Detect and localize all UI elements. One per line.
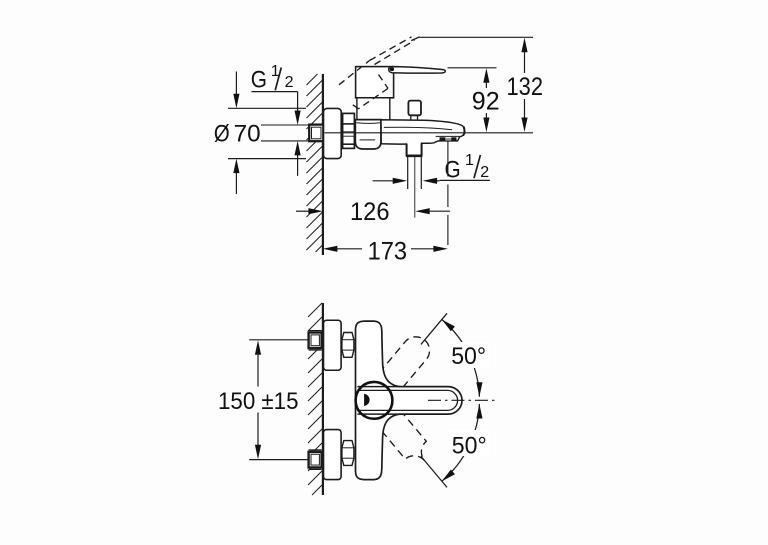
svg-text:50°: 50° (451, 343, 486, 370)
svg-text:92: 92 (472, 87, 500, 115)
svg-text:150 ±15: 150 ±15 (218, 388, 299, 415)
svg-text:Ø: Ø (214, 120, 230, 147)
svg-text:G: G (251, 66, 267, 93)
svg-text:132: 132 (507, 73, 544, 101)
svg-text:1: 1 (271, 63, 280, 80)
svg-text:173: 173 (368, 238, 408, 266)
svg-text:1: 1 (465, 152, 474, 169)
svg-text:126: 126 (350, 198, 390, 226)
svg-text:50°: 50° (452, 433, 487, 460)
svg-text:G: G (445, 156, 461, 183)
svg-text:2: 2 (480, 164, 489, 181)
svg-text:70: 70 (234, 120, 261, 147)
svg-text:2: 2 (285, 74, 294, 91)
